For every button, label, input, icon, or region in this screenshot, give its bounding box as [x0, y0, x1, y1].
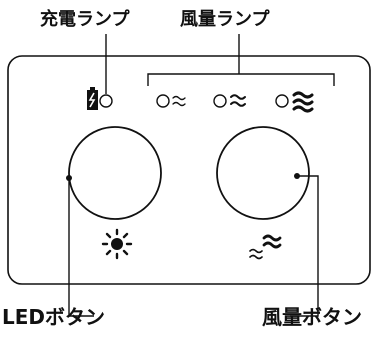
device-panel — [7, 55, 371, 285]
wind-level-3-icon — [292, 91, 314, 113]
charge-lamp — [99, 94, 113, 108]
wind-lamp-bracket — [147, 73, 335, 86]
wind-lamp-label: 風量ランプ — [180, 8, 270, 30]
wind-lamp-3 — [275, 94, 289, 108]
led-button-leader-line — [68, 178, 94, 317]
wind-level-2-icon — [230, 94, 246, 107]
charge-lamp-label: 充電ランプ — [40, 8, 130, 30]
led-button[interactable] — [68, 126, 162, 220]
wind-button[interactable] — [216, 126, 310, 220]
wind-button-leader-line — [290, 175, 319, 317]
wind-lamp-2 — [213, 94, 227, 108]
battery-charging-icon — [87, 87, 98, 110]
wind-level-1-icon — [172, 95, 186, 107]
wind-icon — [249, 234, 282, 260]
sun-icon — [101, 228, 133, 260]
wind-button-label: 風量ボタン — [262, 305, 362, 329]
led-button-label: LEDボタン — [2, 305, 105, 329]
wind-lamp-1 — [156, 94, 170, 108]
